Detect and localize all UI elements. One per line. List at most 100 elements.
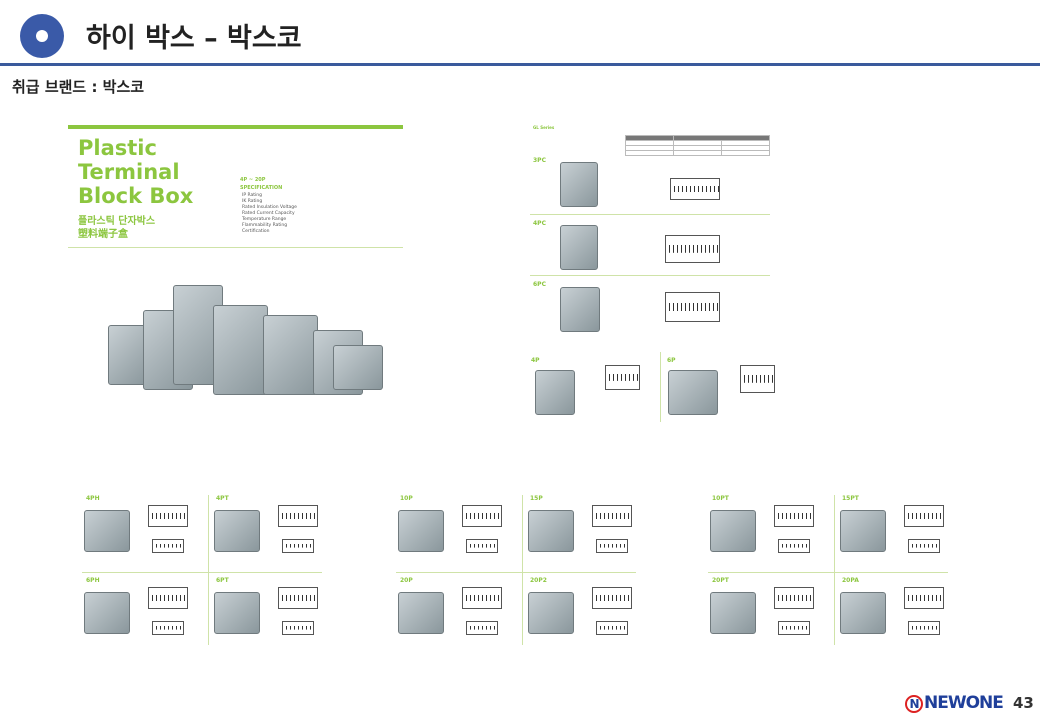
page-number: 43 xyxy=(1013,694,1034,712)
catalog-title-line: Block Box xyxy=(78,184,194,208)
product-image xyxy=(560,225,598,270)
catalog-chinese-name: 塑料端子盒 xyxy=(78,229,128,240)
divider xyxy=(82,572,322,573)
divider xyxy=(708,572,948,573)
product-label: 3PC xyxy=(533,157,546,164)
product-label: 20PT xyxy=(712,577,729,584)
spec-item: IK Rating xyxy=(242,199,263,204)
technical-drawing xyxy=(774,587,814,609)
technical-drawing xyxy=(466,539,498,553)
technical-drawing xyxy=(152,539,184,553)
product-label: 4PT xyxy=(216,495,229,502)
spec-item: Temperature Range xyxy=(242,217,287,222)
product-image xyxy=(668,370,718,415)
product-image xyxy=(710,592,756,634)
product-image xyxy=(840,592,886,634)
product-label: 15PT xyxy=(842,495,859,502)
technical-drawing xyxy=(148,505,188,527)
divider xyxy=(660,352,661,422)
size-table xyxy=(625,135,770,156)
product-image xyxy=(84,592,130,634)
technical-drawing xyxy=(282,621,314,635)
product-label: 20P2 xyxy=(530,577,547,584)
product-label: 4PC xyxy=(533,220,546,227)
divider xyxy=(68,247,403,248)
product-label: 6PT xyxy=(216,577,229,584)
product-label: 4P xyxy=(531,357,540,364)
product-image xyxy=(560,287,600,332)
divider xyxy=(396,572,636,573)
technical-drawing xyxy=(908,539,940,553)
catalog-green-bar xyxy=(68,125,403,129)
technical-drawing xyxy=(148,587,188,609)
spec-item: Certification xyxy=(242,229,270,234)
technical-drawing xyxy=(592,505,632,527)
technical-drawing xyxy=(778,539,810,553)
technical-drawing xyxy=(774,505,814,527)
divider xyxy=(834,495,835,645)
technical-drawing xyxy=(152,621,184,635)
product-image xyxy=(710,510,756,552)
divider xyxy=(530,275,770,276)
catalog-title-line: Plastic xyxy=(78,136,157,160)
product-image xyxy=(398,510,444,552)
technical-drawing xyxy=(596,621,628,635)
product-label: 6P xyxy=(667,357,676,364)
product-label: 4PH xyxy=(86,495,100,502)
product-label: 10PT xyxy=(712,495,729,502)
technical-drawing xyxy=(592,587,632,609)
divider xyxy=(522,495,523,645)
catalog-title: Plastic Terminal Block Box xyxy=(78,136,193,208)
technical-drawing xyxy=(904,505,944,527)
product-label: 15P xyxy=(530,495,543,502)
product-label: 6PC xyxy=(533,281,546,288)
technical-drawing xyxy=(462,587,502,609)
product-image xyxy=(214,592,260,634)
brand-line: 취급 브랜드 : 박스코 xyxy=(12,78,145,96)
spec-list: IP Rating IK Rating Rated Insulation Vol… xyxy=(242,193,297,235)
technical-drawing xyxy=(605,365,640,390)
technical-drawing xyxy=(908,621,940,635)
product-label: 20P xyxy=(400,577,413,584)
product-image xyxy=(528,592,574,634)
product-image xyxy=(535,370,575,415)
technical-drawing xyxy=(665,292,720,322)
technical-drawing xyxy=(778,621,810,635)
logo-text: NEWONE xyxy=(924,693,1004,713)
product-image xyxy=(840,510,886,552)
technical-drawing xyxy=(462,505,502,527)
technical-drawing xyxy=(740,365,775,393)
spec-heading: SPECIFICATION xyxy=(240,185,283,191)
product-label: 20PA xyxy=(842,577,859,584)
divider xyxy=(208,495,209,645)
product-image xyxy=(84,510,130,552)
catalog-title-line: Terminal xyxy=(78,160,180,184)
product-group-photo xyxy=(88,285,388,410)
catalog-korean-name: 플라스틱 단자박스 xyxy=(78,216,156,227)
technical-drawing xyxy=(278,505,318,527)
spec-item: IP Rating xyxy=(242,193,262,198)
product-image xyxy=(560,162,598,207)
technical-drawing xyxy=(282,539,314,553)
title-bullet-icon xyxy=(20,14,64,58)
technical-drawing xyxy=(466,621,498,635)
technical-drawing xyxy=(278,587,318,609)
product-image xyxy=(398,592,444,634)
product-label: 6PH xyxy=(86,577,100,584)
technical-drawing xyxy=(904,587,944,609)
technical-drawing xyxy=(670,178,720,200)
spec-item: Flammability Rating xyxy=(242,223,288,228)
series-title: GL Series xyxy=(533,125,555,130)
spec-item: Rated Current Capacity xyxy=(242,211,295,216)
spec-item: Rated Insulation Voltage xyxy=(242,205,297,210)
title-divider xyxy=(0,63,1040,66)
product-label: 10P xyxy=(400,495,413,502)
technical-drawing xyxy=(665,235,720,263)
page-title: 하이 박스 – 박스코 xyxy=(86,23,302,54)
product-image xyxy=(214,510,260,552)
product-image xyxy=(528,510,574,552)
technical-drawing xyxy=(596,539,628,553)
catalog-range: 4P ~ 20P xyxy=(240,177,266,183)
divider xyxy=(530,214,770,215)
